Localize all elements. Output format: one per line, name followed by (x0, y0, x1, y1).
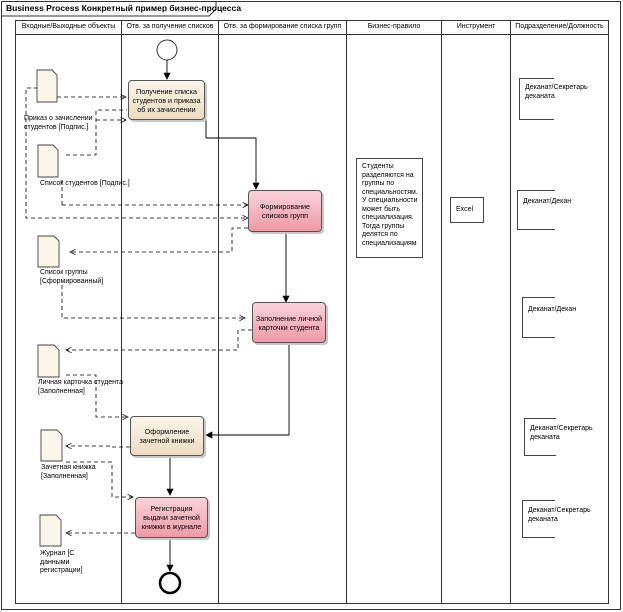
object-flows (25, 87, 252, 533)
position-label: Деканат/Секретарь деканата (528, 507, 591, 523)
lane-header-rule: Бизнес-правило (367, 23, 421, 30)
activity-form-groups[interactable]: Формирование списков групп (248, 190, 322, 232)
position-bracket (522, 297, 555, 338)
document-icon (37, 235, 60, 268)
document-label-group-list: Список группы [Сформированный] (40, 269, 104, 285)
position-label: Деканат/Декан (528, 306, 577, 313)
document-icon (36, 69, 58, 103)
document-shapes (36, 69, 63, 547)
document-icon (40, 429, 63, 462)
start-event[interactable] (156, 39, 178, 61)
document-icon (37, 144, 59, 178)
lane-header-receive: Отв. за получение списков (126, 23, 214, 30)
position-bracket (519, 78, 554, 120)
activity-register-issue[interactable]: Регистрация выдачи зачетной книжки в жур… (135, 497, 208, 538)
diagram-title: Business Process Конкретный пример бизне… (6, 3, 242, 13)
lane-header-tool: Инструмент (456, 23, 496, 30)
business-rule-text: Студенты разделяются на группы по специа… (362, 163, 418, 247)
position-bracket (522, 500, 555, 538)
position-bracket (517, 190, 555, 230)
position-label: Деканат/Декан (523, 198, 572, 205)
activity-record-book[interactable]: Оформление зачетной книжки (130, 416, 204, 456)
pool (15, 20, 609, 604)
position-label: Деканат/Секретарь деканата (530, 425, 593, 441)
lane-header-io: Входные/Выходные объекты (21, 23, 116, 30)
document-label-record-book: Зачетная книжка [Заполненная] (41, 464, 96, 480)
position-bracket (524, 418, 556, 456)
document-label-student-list: Список студентов [Подпис.] (40, 180, 130, 187)
end-event[interactable] (158, 571, 182, 595)
activity-fill-card[interactable]: Заполнение личной карточки студента (252, 302, 326, 343)
position-label: Деканат/Секретарь деканата (525, 84, 588, 100)
activity-receive-lists[interactable]: Получение списка студентов и приказа об … (128, 80, 205, 120)
title-tab (1, 1, 217, 17)
document-icon (39, 514, 62, 547)
document-label-journal: Журнал [С данными регистрации] (40, 550, 83, 574)
lane-header-form: Отв. за формирование списка групп (223, 23, 342, 30)
sequence-flows (163, 60, 290, 572)
tool-text: Excel (456, 206, 474, 213)
document-label-order: Приказ о зачислении студентов [Подпис.] (24, 115, 93, 131)
document-icon (37, 344, 60, 378)
document-label-student-card: Личная карточка студента [Заполненная] (38, 379, 123, 395)
business-rule-note (356, 158, 423, 258)
lane-header-position: Подразделение/Должность (515, 23, 604, 30)
tool-note (450, 197, 484, 223)
